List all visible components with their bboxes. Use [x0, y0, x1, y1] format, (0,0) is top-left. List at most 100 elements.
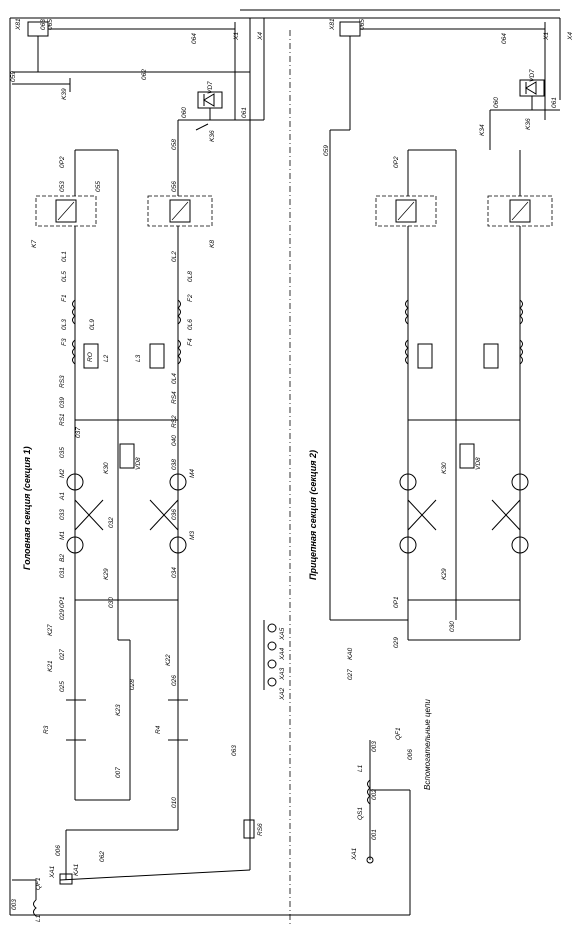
aux-qs1: QS1	[357, 807, 364, 820]
aux-xa1: XA1	[351, 847, 358, 861]
contact-k29: K29	[103, 568, 110, 580]
diode-vd7: VD7	[207, 81, 214, 94]
left-top-connectors: X81 X1 X4 059 062 064 065 063	[10, 18, 265, 870]
wire-063: 063	[40, 19, 47, 30]
diode-vd7-right: VD7	[529, 69, 536, 82]
contact-k7: K7	[31, 240, 38, 248]
label-m1: M1	[59, 531, 66, 540]
wire-063-bottom: 063	[231, 745, 238, 756]
label-m4: M4	[189, 469, 196, 478]
left-motor-bridge: M2 M1 M3 M4 A1 B2 031 032 033 034 035 03…	[59, 419, 196, 608]
wire-027: 027	[59, 649, 66, 660]
label-xa1: XA1	[49, 865, 56, 879]
wire-030: 030	[108, 597, 115, 608]
wire-059: 059	[10, 71, 17, 82]
right-diode-block: VD7 060 061 K34 K36	[479, 69, 560, 150]
relay-ka1: KA1	[73, 863, 80, 876]
wire-064: 064	[191, 33, 198, 44]
label-a1: A1	[59, 492, 66, 501]
wire-032: 032	[108, 517, 115, 528]
right-motor-bridge	[399, 419, 529, 601]
wire-064-right: 064	[501, 33, 508, 44]
breaker-qf1: QF1	[35, 877, 42, 890]
motor-m2	[66, 473, 84, 491]
wire-0l3: 0L3	[61, 319, 68, 330]
wire-006: 006	[55, 845, 62, 856]
left-converters: 053 055 056 058 0P2 K7 K8	[31, 139, 216, 620]
wire-059-right: 059	[323, 145, 330, 156]
wire-0l1: 0L1	[61, 251, 68, 262]
aux-title: Вспомогательные цепи	[423, 699, 432, 790]
wire-029-right: 029	[393, 637, 400, 648]
aux-wire-001: 001	[371, 829, 378, 840]
wire-061: 061	[241, 107, 248, 118]
connector-xa2: XA2	[279, 687, 286, 701]
wire-0l6: 0L6	[187, 319, 194, 330]
wire-026: 026	[171, 675, 178, 686]
wire-038: 038	[171, 459, 178, 470]
wire-0l5: 0L5	[61, 271, 68, 282]
left-bottom: 003 006 062 063 XA1 QF1 L1 KA1	[11, 745, 255, 922]
wire-055: 055	[95, 181, 102, 192]
resistor-r4: R4	[155, 725, 162, 734]
resistor-rs1: RS1	[59, 413, 66, 426]
resistor-r3: R3	[43, 725, 50, 734]
right-lower: 027 029 030 K29 K30 KA0 VD8 0P1 0P2	[329, 156, 521, 680]
aux-wire-006: 006	[407, 749, 414, 760]
wire-0p2-right: 0P2	[393, 156, 400, 168]
left-field-windings: 0L1 0L5 0L9 0L3 0L2 0L4 0L6 0L8	[61, 226, 194, 420]
resistor-rs3: RS3	[59, 375, 66, 388]
contact-k34-right: K34	[479, 124, 486, 136]
left-misc: K30 VD8 K29 RS1 RS2 RS3 RS4 RS6 L2 L3 RO…	[59, 294, 264, 836]
wire-010: 010	[171, 797, 178, 808]
mid-connectors: XA2 XA3 XA4 XA5	[263, 620, 286, 701]
wire-028: 028	[129, 679, 136, 690]
connector-x1: X1	[233, 32, 240, 41]
contact-k39: K39	[61, 88, 68, 100]
connector-x1-right: X1	[543, 32, 550, 41]
wire-062-bottom: 062	[99, 851, 106, 862]
connector-xa3: XA3	[279, 667, 286, 681]
wire-031: 031	[59, 567, 66, 578]
field-f2: F2	[187, 294, 194, 302]
left-section: X81 X1 X4 059 062 064 065 063 VD7 060 06…	[10, 18, 265, 922]
wire-0l8: 0L8	[187, 271, 194, 282]
wire-060: 060	[181, 107, 188, 118]
motor-m3	[169, 536, 187, 554]
connector-x4: X4	[257, 32, 264, 41]
section-title-right: Прицепная секция (секция 2)	[308, 450, 318, 580]
label-m3: M3	[189, 531, 196, 540]
contact-k29-right: K29	[441, 568, 448, 580]
resistor-rs2: RS2	[171, 415, 178, 428]
wire-053: 053	[59, 181, 66, 192]
wire-0l4: 0L4	[171, 373, 178, 384]
wire-0p1: 0P1	[59, 596, 66, 608]
left-diode-block: VD7 060 061 K36 K39	[61, 81, 265, 150]
contact-k30: K30	[103, 462, 110, 474]
diode-vd8-right: VD8	[475, 457, 482, 470]
right-section: X81 X1 X4 059 064 065 VD7 060 061 K34 K3…	[308, 18, 574, 864]
wire-065: 065	[47, 19, 54, 30]
field-f1: F1	[61, 294, 68, 302]
contact-k23: K23	[115, 704, 122, 716]
wire-0p1-right: 0P1	[393, 596, 400, 608]
wire-007: 007	[115, 767, 122, 778]
aux-l1: L1	[357, 764, 364, 772]
wire-036: 036	[171, 509, 178, 520]
wire-029: 029	[59, 609, 66, 620]
contact-k21: K21	[47, 660, 54, 672]
aux-wire-003: 003	[371, 741, 378, 752]
connector-x81-right: X81	[329, 18, 336, 31]
wire-0l2: 0L2	[171, 251, 178, 262]
motor-m4	[169, 473, 187, 491]
section-title-left: Головная секция (секция 1)	[22, 446, 32, 570]
coil-l3: L3	[135, 354, 142, 362]
wire-037: 037	[75, 427, 82, 438]
wire-040: 040	[171, 435, 178, 446]
motor-m1	[66, 536, 84, 554]
wire-0p2: 0P2	[59, 156, 66, 168]
aux-qf1: QF1	[395, 727, 402, 740]
aux-circuits: XA1 001 QS1 002 L1 003 006 QF1 Вспомогат…	[351, 699, 432, 864]
field-f3: F3	[61, 338, 68, 346]
label-m2: M2	[59, 469, 66, 478]
